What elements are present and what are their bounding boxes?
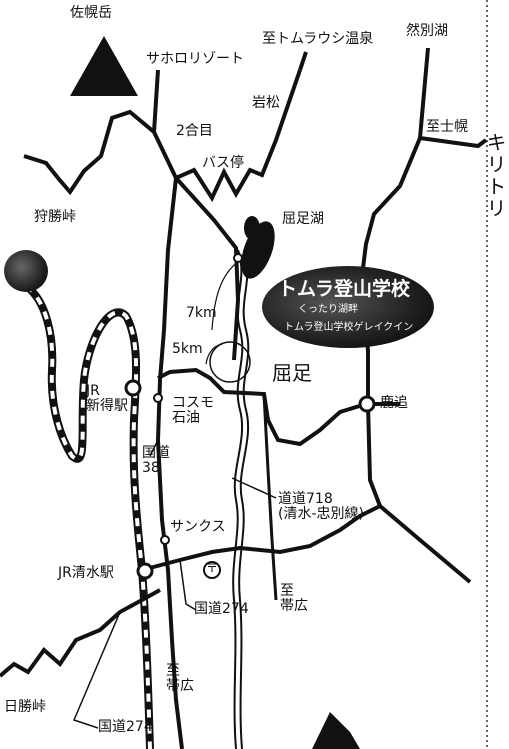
ridge-line: [23, 69, 302, 203]
route-38: [155, 177, 184, 749]
label-shikaoi: 鹿追: [380, 395, 408, 411]
road-shikaoi-south: [366, 403, 472, 584]
callout-274b: [72, 611, 121, 729]
callout-274: [179, 559, 197, 611]
label-route274-a: 国道274: [194, 601, 249, 617]
distance-arc-5km: [205, 343, 223, 365]
label-kuttari: 屈足: [272, 361, 312, 385]
node-sunkus: [160, 535, 170, 545]
label-cosmo: コスモ 石油: [172, 395, 214, 427]
distance-arc-7km: [211, 261, 239, 331]
school-sub2: トムラ登山学校ゲレイクイン: [284, 322, 414, 333]
label-sahorodake: 佐幌岳: [70, 5, 112, 21]
small-mountain-icon: [312, 712, 360, 749]
road-sahoro: [152, 69, 160, 133]
label-kiritori: キリトリ: [483, 132, 507, 220]
road-kuttari-shikaoi: [157, 367, 400, 447]
label-5km: 5km: [172, 341, 203, 357]
school-badge: トムラ登山学校 くったり湖畔 トムラ登山学校ゲレイクイン: [262, 266, 434, 348]
road-obihiro-right: [262, 393, 278, 601]
label-7km: 7km: [186, 305, 217, 321]
label-to-obihiro-a: 至 帯広: [280, 583, 308, 615]
road-nisshou: [0, 588, 161, 678]
callout-38: [149, 439, 159, 457]
school-name: トムラ登山学校: [278, 278, 411, 300]
label-route38: 国道 38: [142, 445, 170, 477]
node-shikaoi: [358, 395, 376, 413]
label-sahoro-resort: サホロリゾート: [146, 51, 244, 67]
label-shishikari: 至士幌: [426, 119, 468, 135]
label-kuttari-lake: 屈足湖: [282, 211, 324, 227]
road-274-north: [174, 176, 241, 361]
node-busstop: [233, 253, 243, 263]
label-route274-b: 国道274: [98, 719, 153, 735]
road-tomuraushi: [298, 51, 308, 71]
node-cosmo: [153, 393, 163, 403]
label-nisshou: 日勝峠: [4, 699, 46, 715]
distance-circle-5km: [209, 341, 251, 383]
label-jr-shimizu: JR清水駅: [58, 565, 114, 581]
label-tomuraushi: 至トムラウシ温泉: [262, 31, 374, 47]
label-nenebetsu: 然別湖: [406, 23, 448, 39]
post-office-symbol: 〒: [206, 561, 219, 575]
label-jr-shintoku: JR 新得駅: [86, 383, 128, 415]
road-shishikari: [419, 136, 488, 149]
road-718: [232, 249, 244, 749]
label-busstop: バス停: [202, 155, 244, 171]
karikachi-marker: [4, 250, 48, 292]
lake-dot: [244, 216, 260, 240]
label-sunkus: サンクス: [170, 519, 226, 535]
callout-718: [231, 477, 277, 499]
post-office-icon: [203, 561, 221, 579]
route-274-south: [141, 504, 381, 572]
station-shintoku: [124, 379, 142, 397]
label-iwamatsu: 岩松: [252, 95, 280, 111]
school-sub1: くったり湖畔: [298, 304, 358, 315]
label-road718: 道道718 (清水-忠別線): [278, 491, 364, 523]
road-718b: [238, 249, 250, 749]
rail-line-inner: [24, 284, 152, 749]
label-karikachi: 狩勝峠: [34, 209, 76, 225]
mountain-icon: [70, 36, 138, 96]
station-shimizu: [136, 562, 154, 580]
label-nigome: 2合目: [176, 123, 213, 139]
label-to-obihiro-b: 至 帯広: [166, 663, 194, 695]
